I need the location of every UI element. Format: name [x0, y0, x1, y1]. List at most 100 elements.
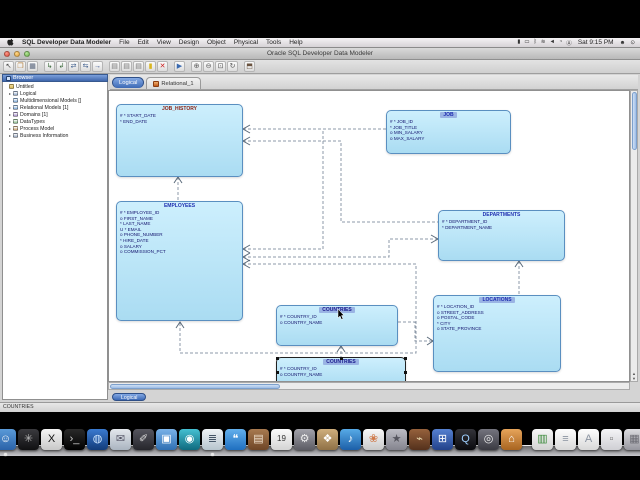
fit-screen-icon[interactable]: ⊡ [215, 61, 226, 72]
dock-icon-trash[interactable]: ▦ [624, 429, 640, 450]
dock-icon-terminal[interactable]: ›_ [64, 429, 85, 450]
disclosure-icon[interactable]: ▸ [8, 112, 11, 117]
browser-panel-header[interactable]: Browser [2, 74, 108, 82]
menu-file[interactable]: File [119, 39, 130, 46]
disclosure-icon[interactable]: ▸ [8, 91, 11, 96]
engineer-forward-icon[interactable]: ↳ [44, 61, 55, 72]
pointer-tool-icon[interactable]: ↖ [3, 61, 14, 72]
horizontal-scrollbar-thumb[interactable] [110, 383, 280, 389]
bottom-tab-logical[interactable]: Logical [112, 392, 147, 401]
dock-icon-star[interactable]: ★ [386, 429, 407, 450]
dock-icon-mail[interactable]: ✉ [110, 429, 131, 450]
dock-icon-iphoto[interactable]: ❀ [363, 429, 384, 450]
zoom-window-button[interactable] [24, 50, 30, 57]
panel-3-icon[interactable]: ▤ [133, 61, 144, 72]
dock-icon-system-prefs[interactable]: ⚙ [294, 429, 315, 450]
minimize-window-button[interactable] [14, 50, 20, 57]
menu-physical[interactable]: Physical [233, 39, 259, 46]
dock-icon-datamodeler[interactable]: ≣ [202, 429, 223, 456]
selection-handle[interactable] [275, 356, 279, 360]
dock-icon-dashboard[interactable]: ✳ [18, 429, 39, 450]
disclosure-icon[interactable]: ▸ [8, 105, 11, 110]
close-window-button[interactable] [4, 50, 10, 57]
dock-icon-address-book[interactable]: ▤ [248, 429, 269, 450]
menu-help[interactable]: Help [289, 39, 303, 46]
dock-icon-x11[interactable]: X [41, 429, 62, 450]
wifi-icon[interactable]: ≋ [540, 38, 546, 45]
tree-item-domains-1-[interactable]: ▸Domains [1] [3, 111, 107, 118]
dock-icon-photo-booth[interactable]: ◎ [478, 429, 499, 450]
zoom-out-icon[interactable]: ⊖ [203, 61, 214, 72]
tree-item-business-information[interactable]: ▸Business Information [3, 132, 107, 139]
dock-icon-expose[interactable]: ❖ [317, 429, 338, 450]
engineer-back-icon[interactable]: ↲ [56, 61, 67, 72]
dock-icon-preview[interactable]: ▣ [156, 429, 177, 450]
dock-icon-chart[interactable]: ▥ [532, 429, 553, 450]
selection-handle[interactable] [339, 356, 343, 360]
vertical-scrollbar[interactable]: ▲▼ [630, 90, 638, 382]
dock-icon-devtool[interactable]: ✐ [133, 429, 154, 450]
horizontal-scrollbar[interactable] [108, 382, 630, 390]
entity-departments-3[interactable]: DEPARTMENTS# * DEPARTMENT_ID* DEPARTMENT… [438, 210, 565, 261]
zoom-in-icon[interactable]: ⊕ [191, 61, 202, 72]
display-icon[interactable]: ▭ [524, 38, 530, 45]
dock-icon-ical[interactable]: 19 [271, 429, 292, 450]
print-icon[interactable]: ⬒ [244, 61, 255, 72]
tab-relational_1[interactable]: Relational_1 [146, 77, 201, 89]
note-icon[interactable]: ▮ [145, 61, 156, 72]
spotlight-icon[interactable]: ⊙ [630, 39, 635, 46]
dock-icon-document-3[interactable]: ▫ [601, 429, 622, 450]
dock-icon-quicktime[interactable]: Q [455, 429, 476, 450]
tree-item-relational-models-1-[interactable]: ▸Relational Models [1] [3, 104, 107, 111]
menu-design[interactable]: Design [178, 39, 200, 46]
tree-item-datatypes[interactable]: ▸DataTypes [3, 118, 107, 125]
menu-app-name[interactable]: SQL Developer Data Modeler [22, 39, 112, 46]
vertical-scrollbar-thumb[interactable] [631, 92, 637, 150]
dock-icon-safari[interactable]: ◉ [179, 429, 200, 450]
dock-icon-ilife[interactable]: ⌂ [501, 429, 522, 450]
menu-object[interactable]: Object [207, 39, 226, 46]
disclosure-icon[interactable]: ▸ [8, 133, 11, 138]
battery-icon[interactable]: ▮ [517, 38, 521, 45]
compare-icon[interactable]: ⇄ [68, 61, 79, 72]
disclosure-icon[interactable]: ▸ [8, 126, 11, 131]
tree-item-process-model[interactable]: ▸Process Model [3, 125, 107, 132]
user-menu-icon[interactable]: ☻ [619, 39, 626, 46]
dock-icon-itunes[interactable]: ♪ [340, 429, 361, 450]
selection-handle[interactable] [403, 356, 407, 360]
open-icon[interactable]: ❐ [15, 61, 26, 72]
dock-icon-front-row[interactable]: ⊞ [432, 429, 453, 450]
diagram-canvas[interactable]: JOB_HISTORY# * START_DATE* END_DATE EMPLO… [108, 90, 630, 382]
vertical-scrollbar-arrows[interactable]: ▲▼ [632, 371, 636, 381]
tree-root-untitled[interactable]: Untitled [3, 83, 107, 90]
dock-icon-document-2[interactable]: A [578, 429, 599, 450]
panel-2-icon[interactable]: ▤ [121, 61, 132, 72]
dock-icon-finder[interactable]: ☺ [0, 429, 16, 456]
clock-menu-icon[interactable]: ◔ [558, 38, 563, 45]
selection-handle[interactable] [403, 371, 407, 374]
menu-clock[interactable]: Sat 9:15 PM [577, 39, 614, 46]
refresh-icon[interactable]: ↻ [227, 61, 238, 72]
dock-icon-garageband[interactable]: ⌁ [409, 429, 430, 450]
save-icon[interactable]: ▦ [27, 61, 38, 72]
dock-icon-ichat[interactable]: ❝ [225, 429, 246, 450]
panel-1-icon[interactable]: ▤ [109, 61, 120, 72]
dock-icon-document-1[interactable]: ≡ [555, 429, 576, 450]
selection-handle[interactable] [275, 371, 279, 374]
bluetooth-icon[interactable]: ᛒ [533, 38, 537, 45]
menu-tools[interactable]: Tools [266, 39, 282, 46]
menu-edit[interactable]: Edit [137, 39, 149, 46]
menu-view[interactable]: View [156, 39, 171, 46]
tree-item-logical[interactable]: ▸Logical [3, 90, 107, 97]
run-icon[interactable]: ▶ [174, 61, 185, 72]
window-title-bar[interactable]: Oracle SQL Developer Data Modeler [0, 48, 640, 60]
merge-icon[interactable]: ⇆ [80, 61, 91, 72]
tab-logical[interactable]: Logical [112, 77, 145, 88]
input-menu-icon[interactable]: Ⓐ [566, 40, 572, 47]
entity-job_history-0[interactable]: JOB_HISTORY# * START_DATE* END_DATE [116, 104, 243, 177]
